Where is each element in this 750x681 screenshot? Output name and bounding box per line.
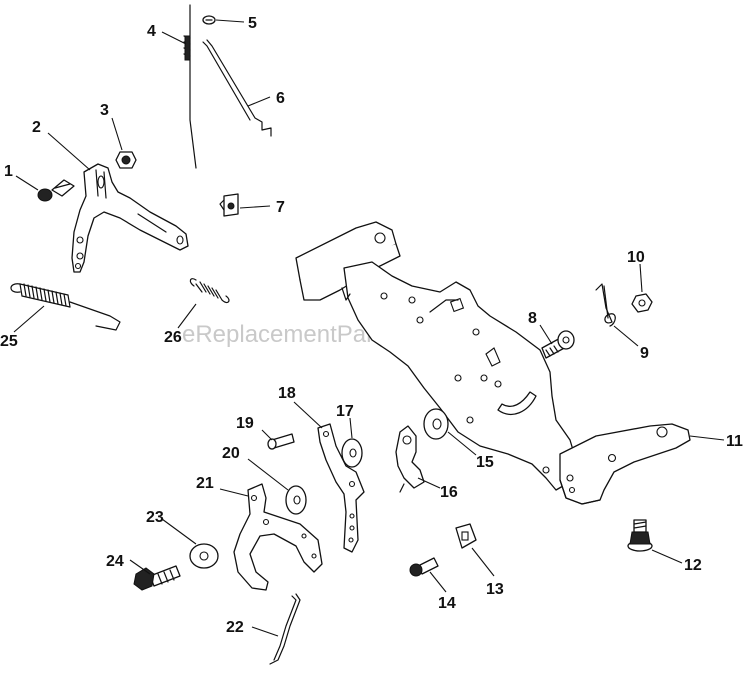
part-3-nut <box>115 151 137 169</box>
part-14-screw <box>409 557 439 577</box>
callout-19: 19 <box>236 415 254 432</box>
part-11-main-bracket <box>295 221 691 505</box>
part-5-screw <box>202 15 216 25</box>
callout-21: 21 <box>196 475 214 492</box>
leader-lines <box>13 19 725 637</box>
callout-12: 12 <box>684 557 702 574</box>
callout-15: 15 <box>476 454 494 471</box>
callout-13: 13 <box>486 581 504 598</box>
callout-16: 16 <box>440 484 458 501</box>
callout-18: 18 <box>278 385 296 402</box>
part-2-control-bracket <box>71 163 189 273</box>
part-19-screw <box>267 433 295 450</box>
part-13-clip <box>455 523 477 549</box>
callout-7: 7 <box>276 199 285 216</box>
part-4-throttle-wire <box>183 4 197 169</box>
part-25-spring <box>10 283 121 331</box>
callout-24: 24 <box>106 553 124 570</box>
part-1-bolt <box>37 179 75 202</box>
callout-labels: 1 2 3 4 5 6 7 8 9 10 11 12 13 14 15 16 1… <box>0 15 743 636</box>
callout-11: 11 <box>726 433 743 450</box>
part-15-washer <box>423 408 449 440</box>
part-10-nut <box>631 293 653 313</box>
callout-17: 17 <box>336 403 354 420</box>
part-8-shoulder-bolt <box>541 330 575 359</box>
part-6-rod <box>202 39 272 137</box>
callout-3: 3 <box>100 102 109 119</box>
callout-22: 22 <box>226 619 244 636</box>
callout-1: 1 <box>4 163 13 180</box>
part-7-clip <box>219 193 239 217</box>
part-20-washer <box>285 485 307 515</box>
callout-6: 6 <box>276 90 285 107</box>
part-18-governor-lever <box>317 423 365 553</box>
part-26-small-spring <box>189 278 230 304</box>
callout-9: 9 <box>640 345 649 362</box>
callout-4: 4 <box>147 23 156 40</box>
callout-26: 26 <box>164 329 182 346</box>
callout-8: 8 <box>528 310 537 327</box>
part-9-torsion-spring <box>595 283 616 327</box>
callout-2: 2 <box>32 119 41 136</box>
callout-23: 23 <box>146 509 164 526</box>
part-22-link-rod <box>269 593 301 665</box>
part-17-washer <box>341 438 363 468</box>
part-16-lever <box>395 425 425 493</box>
part-24-bolt <box>133 565 181 591</box>
callout-5: 5 <box>248 15 257 32</box>
part-21-speed-lever <box>233 483 323 591</box>
part-12-flange-bolt <box>627 519 653 552</box>
callout-25: 25 <box>0 333 18 350</box>
part-23-spacer <box>189 543 219 569</box>
callout-14: 14 <box>438 595 456 612</box>
callout-10: 10 <box>627 249 645 266</box>
callout-20: 20 <box>222 445 240 462</box>
